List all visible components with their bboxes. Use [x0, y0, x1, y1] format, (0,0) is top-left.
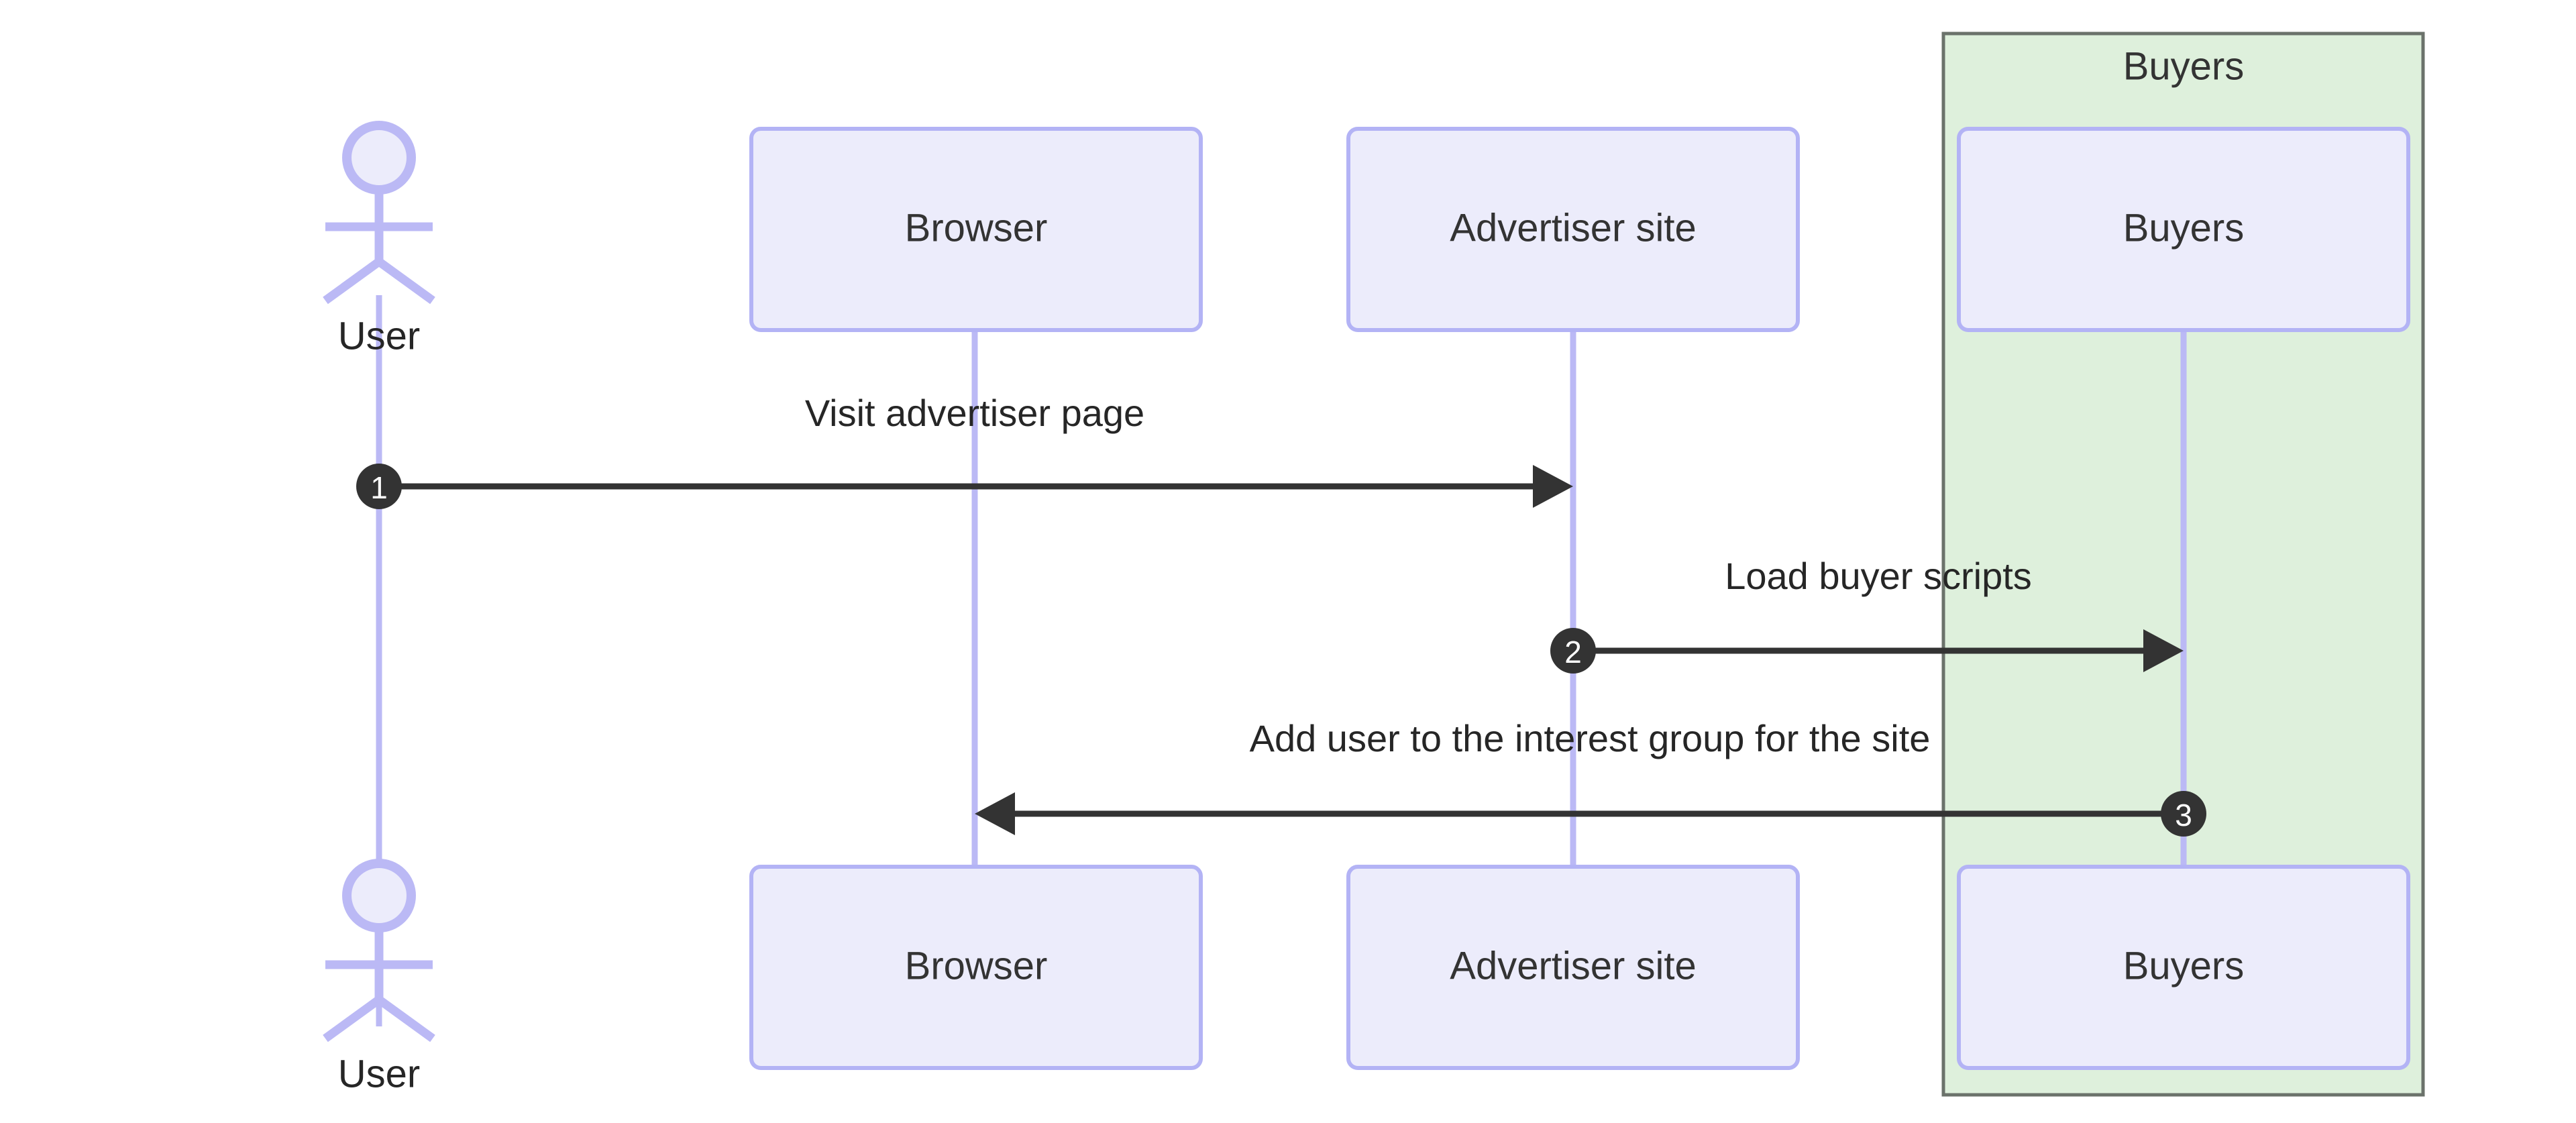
arrowhead-right-icon	[1533, 465, 1573, 508]
actor-leg-right-icon	[376, 258, 435, 305]
message-1[interactable]: Visit advertiser page 1	[356, 392, 1573, 509]
participant-rect	[749, 127, 1203, 332]
participant-rect	[1957, 865, 2410, 1070]
arrowhead-left-icon	[975, 792, 1015, 835]
lifeline-buyers	[2180, 330, 2187, 867]
participant-browser-bottom[interactable]: Browser	[749, 865, 1203, 1070]
message-3[interactable]: Add user to the interest group for the s…	[975, 717, 2206, 837]
message-label: Visit advertiser page	[805, 392, 1144, 434]
participant-label: Advertiser site	[1450, 944, 1696, 987]
actor-label-user-bottom: User	[338, 1052, 420, 1095]
arrowhead-right-icon	[2143, 629, 2184, 672]
message-sequence-number: 1	[370, 470, 388, 505]
participant-label: Browser	[905, 944, 1048, 987]
participant-rect	[1346, 865, 1800, 1070]
lifeline-browser	[971, 330, 978, 867]
participant-browser-top[interactable]: Browser	[749, 127, 1203, 332]
message-sequence-badge	[356, 464, 402, 509]
participant-label: Browser	[905, 206, 1048, 250]
lifelines-layer	[376, 295, 2187, 1026]
actor-leg-right-icon	[376, 996, 435, 1042]
participant-advertiser-site-bottom[interactable]: Advertiser site	[1346, 865, 1800, 1070]
lifeline-user	[376, 295, 382, 1026]
actor-leg-left-icon	[323, 258, 382, 305]
participant-rect	[1346, 127, 1800, 332]
message-2[interactable]: Load buyer scripts 2	[1550, 555, 2184, 674]
actor-user-top[interactable]: User	[323, 121, 435, 358]
message-sequence-badge	[1550, 628, 1596, 674]
participant-advertiser-site-top[interactable]: Advertiser site	[1346, 127, 1800, 332]
participant-label: Advertiser site	[1450, 206, 1696, 250]
actor-head-icon	[342, 121, 416, 195]
message-label: Add user to the interest group for the s…	[1250, 717, 1931, 759]
message-sequence-badge	[2161, 791, 2206, 837]
actor-leg-left-icon	[323, 996, 382, 1042]
actor-head-icon	[342, 859, 416, 932]
participant-buyers-bottom[interactable]: Buyers	[1957, 865, 2410, 1070]
message-label: Load buyer scripts	[1725, 555, 2032, 597]
message-sequence-number: 3	[2175, 798, 2192, 833]
lifeline-advertiser-site	[1570, 330, 1576, 867]
group-label: Buyers	[2123, 44, 2245, 88]
actor-user-bottom[interactable]: User	[323, 859, 435, 1095]
participant-label: Buyers	[2123, 944, 2245, 987]
actor-label-user-top: User	[338, 314, 420, 358]
participant-label: Buyers	[2123, 206, 2245, 250]
participant-buyers-top[interactable]: Buyers	[1957, 127, 2410, 332]
participant-rect	[749, 865, 1203, 1070]
message-sequence-number: 2	[1564, 635, 1582, 670]
participant-rect	[1957, 127, 2410, 332]
